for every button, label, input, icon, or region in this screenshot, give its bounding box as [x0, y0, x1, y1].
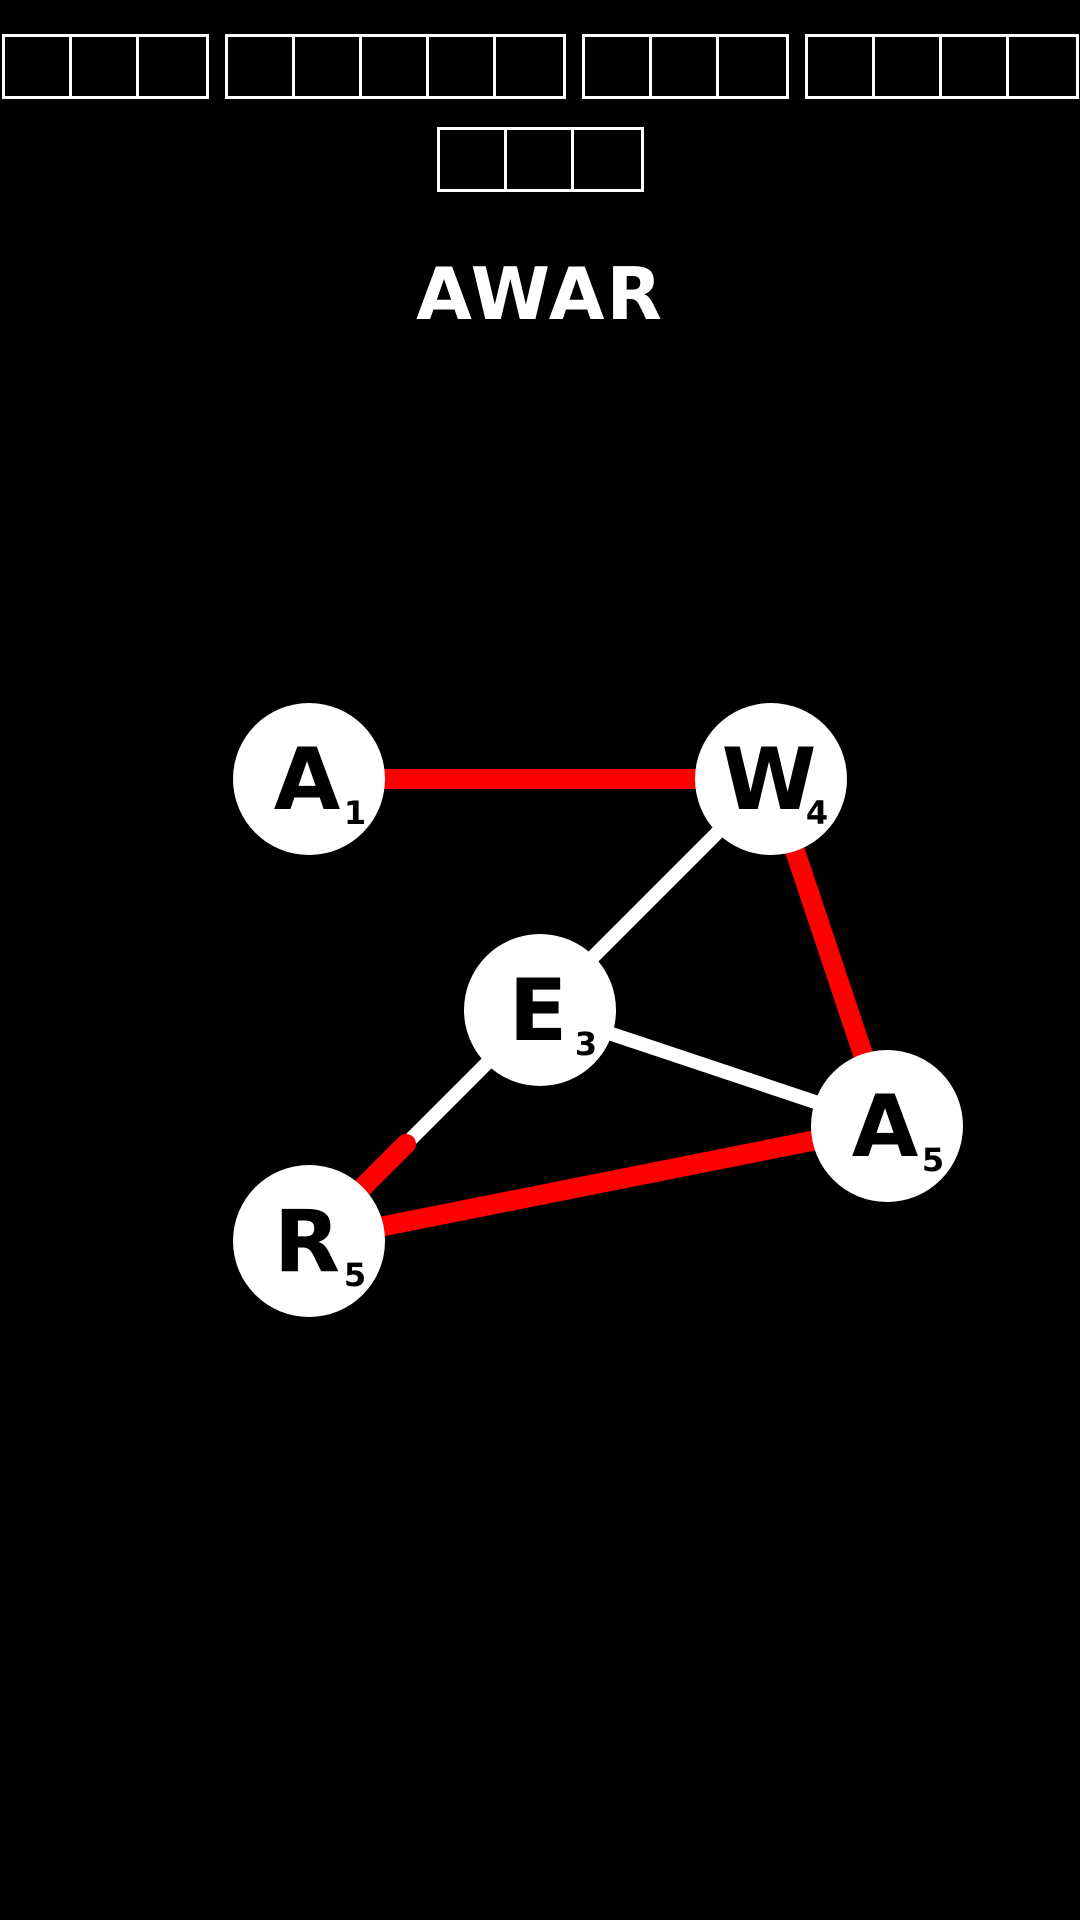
- node-score: 3: [575, 1025, 597, 1063]
- answer-word-slot: [804, 34, 1079, 99]
- answer-word-slot: [1, 34, 209, 99]
- current-word: AWAR: [416, 252, 664, 336]
- node-circle[interactable]: [464, 934, 616, 1086]
- letter-cell: [228, 37, 295, 96]
- letter-cell: [942, 37, 1009, 96]
- node-score: 5: [344, 1256, 366, 1294]
- letter-cell: [808, 37, 875, 96]
- letter-cell: [507, 130, 574, 189]
- node-score: 1: [344, 794, 366, 832]
- answer-slots: [0, 34, 1080, 220]
- node-score: 4: [806, 794, 828, 832]
- node-letter: R: [274, 1192, 340, 1292]
- node-letter: E: [509, 961, 568, 1061]
- node-score: 5: [922, 1141, 944, 1179]
- answer-word-slot: [581, 34, 789, 99]
- node-letter: W: [722, 730, 817, 830]
- letter-cell: [295, 37, 362, 96]
- answer-row: [0, 127, 1080, 192]
- answer-word-slot: [224, 34, 566, 99]
- node-circle[interactable]: [695, 703, 847, 855]
- drag-trail: [349, 1133, 417, 1201]
- letter-cell: [72, 37, 139, 96]
- letter-cell: [652, 37, 719, 96]
- answer-word-slot: [436, 127, 644, 192]
- answer-row: [0, 34, 1080, 99]
- letter-cell: [5, 37, 72, 96]
- letter-cell: [440, 130, 507, 189]
- node-circle[interactable]: [233, 1165, 385, 1317]
- letter-cell: [585, 37, 652, 96]
- node-circle[interactable]: [811, 1050, 963, 1202]
- letter-cell: [429, 37, 496, 96]
- edge-a5-r5: [307, 1116, 889, 1251]
- node-letter: A: [274, 730, 341, 830]
- letter-cell: [875, 37, 942, 96]
- node-circle[interactable]: [233, 703, 385, 855]
- node-letter: A: [852, 1077, 919, 1177]
- letter-node-w4[interactable]: W4: [695, 703, 847, 855]
- letter-cell: [362, 37, 429, 96]
